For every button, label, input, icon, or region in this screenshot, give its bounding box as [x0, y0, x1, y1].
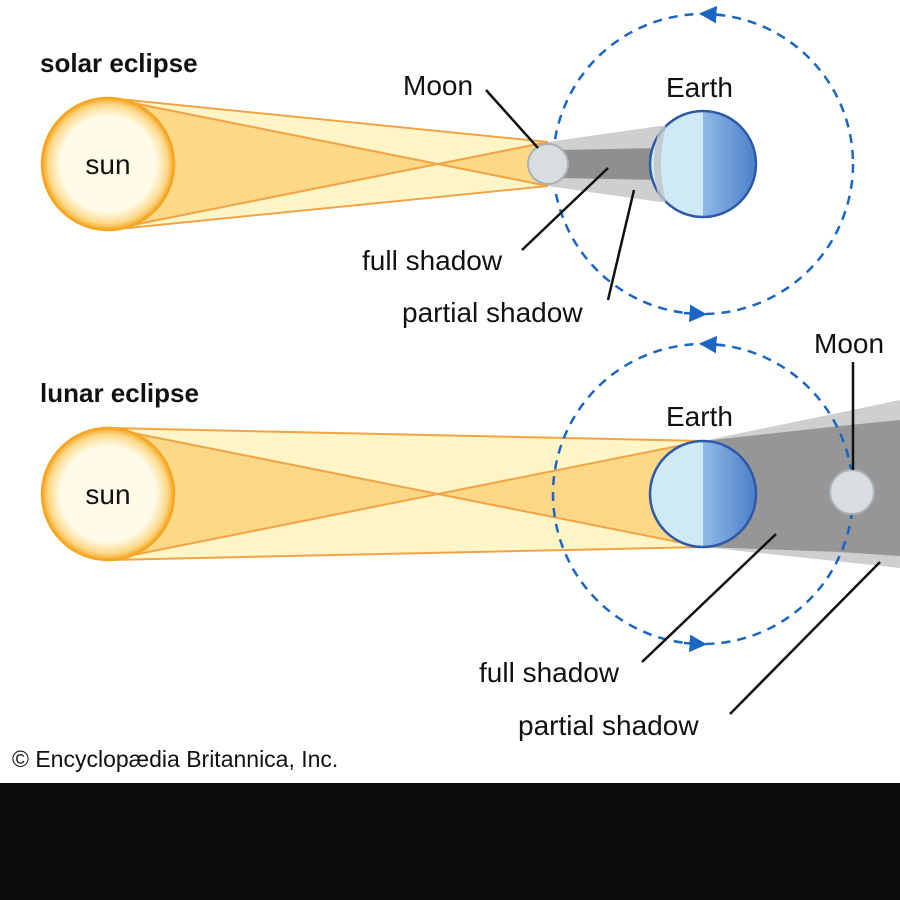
solar-full-shadow-label: full shadow	[362, 245, 503, 276]
solar-moon	[527, 143, 569, 185]
lunar-sun: sun	[40, 426, 176, 562]
solar-moon-shadows	[548, 126, 660, 202]
lunar-earth-label: Earth	[666, 401, 733, 432]
solar-earth-label: Earth	[666, 72, 733, 103]
solar-sunlight-beam	[107, 97, 549, 231]
solar-earth	[648, 109, 758, 219]
solar-moon-label: Moon	[403, 70, 473, 101]
solar-full-shadow	[560, 148, 660, 180]
lunar-partial-shadow-label: partial shadow	[518, 710, 699, 741]
solar-eclipse-panel: solar eclipse sun	[40, 5, 855, 328]
solar-orbit-arrow-top	[699, 5, 723, 24]
solar-sun: sun	[40, 96, 176, 232]
solar-partial-shadow-leader	[606, 189, 636, 301]
solar-eclipse-title: solar eclipse	[40, 48, 198, 78]
lunar-eclipse-title: lunar eclipse	[40, 378, 199, 408]
lunar-sun-label: sun	[85, 479, 130, 510]
lunar-moon-label: Moon	[814, 328, 884, 359]
lunar-partial-shadow-leader	[729, 561, 881, 715]
lunar-moon	[829, 469, 875, 515]
copyright-credit: © Encyclopædia Britannica, Inc.	[12, 746, 339, 772]
lunar-full-shadow	[703, 420, 900, 556]
footer-band	[0, 783, 900, 900]
solar-sun-label: sun	[85, 149, 130, 180]
lunar-orbit-arrow-bottom	[683, 634, 707, 653]
lunar-full-shadow-leader	[641, 533, 777, 663]
solar-moon-leader	[485, 89, 539, 149]
solar-full-shadow-leader	[521, 167, 609, 251]
lunar-full-shadow-label: full shadow	[479, 657, 620, 688]
lunar-orbit-arrow-top	[699, 335, 723, 354]
solar-partial-shadow-label: partial shadow	[402, 297, 583, 328]
solar-orbit-arrow-bottom	[683, 304, 707, 323]
lunar-eclipse-panel: lunar eclipse sun	[40, 328, 900, 741]
lunar-sunlight-beam	[107, 427, 704, 561]
